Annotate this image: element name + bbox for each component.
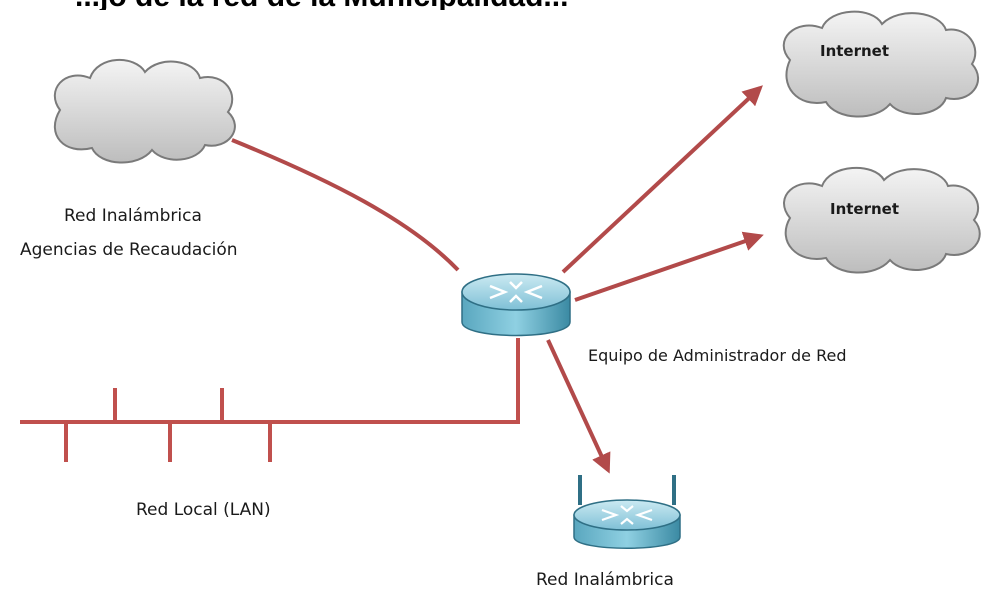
wireless-router-icon	[573, 475, 681, 549]
links	[231, 85, 764, 474]
agencies-label-line2: Agencias de Recaudación	[20, 240, 238, 260]
router-label: Equipo de Administrador de Red	[588, 346, 847, 365]
cut-off-title: ...jo de la red de la Municipalidad...	[0, 0, 986, 10]
lan-bus	[20, 338, 520, 462]
internet-label-1: Internet	[820, 42, 889, 60]
link-router-to-wireless	[546, 339, 611, 474]
cloud-wireless-agencies	[53, 59, 236, 164]
cloud-internet-1: Internet	[782, 10, 979, 118]
lan-label: Red Local (LAN)	[136, 500, 271, 520]
link-router-to-internet-1	[561, 85, 763, 274]
link-router-to-internet-2	[574, 231, 764, 302]
router-icon	[461, 273, 571, 337]
wireless-router-label: Red Inalámbrica	[536, 570, 674, 590]
agencies-label-line1: Red Inalámbrica	[64, 206, 202, 226]
internet-label-2: Internet	[830, 200, 899, 218]
title-text: ...jo de la red de la Municipalidad...	[75, 0, 568, 10]
link-agencies-to-router	[231, 138, 460, 272]
cloud-internet-2: Internet	[783, 167, 981, 274]
